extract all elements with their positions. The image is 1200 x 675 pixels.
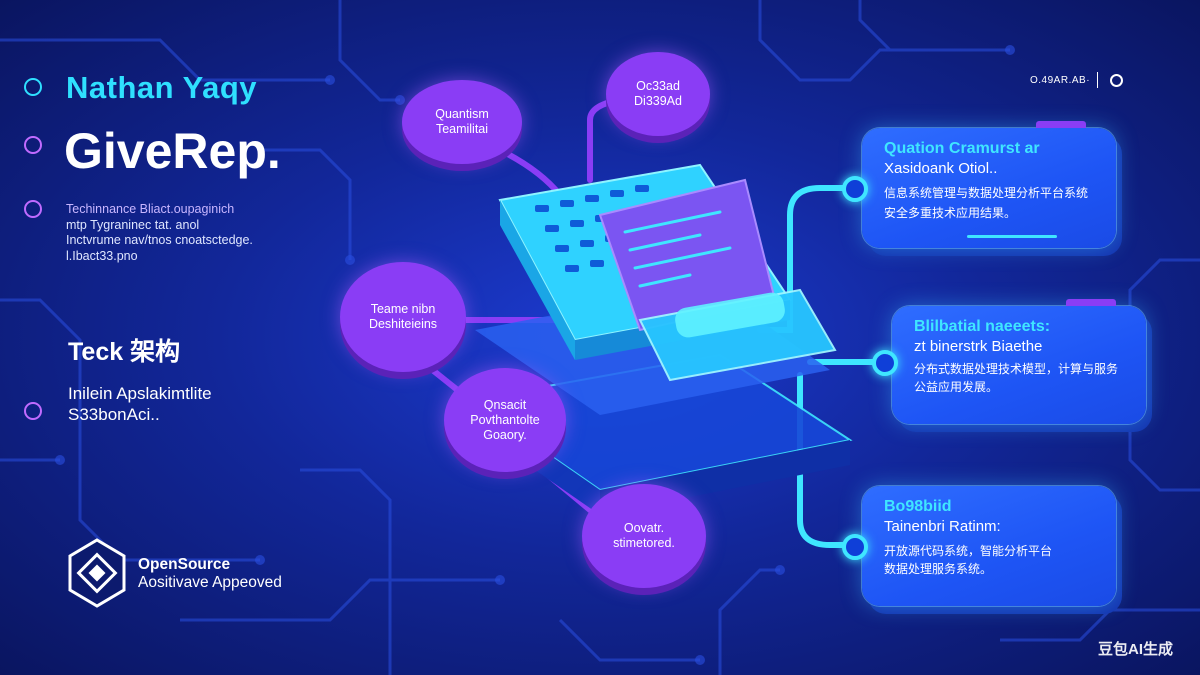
stack-ring-icon [24,402,42,420]
panel-accent-bar [967,235,1057,238]
panel-subtitle: zt binerstrk Biaethe [914,338,1043,355]
stack-desc-line: Inilein Apslakimtlite [68,384,212,403]
top-right-circle-icon [1110,74,1123,87]
brand-ring-icon [24,78,42,96]
page-title: GiveRep. [64,123,281,179]
node-oc33ad: Oc33ad Di339Ad [606,52,710,136]
intro-ring-icon [24,200,42,218]
panel-body: 信息系统管理与数据处理分析平台系统 [884,186,1089,200]
node-quantism: Quantism Teamilitai [402,80,522,164]
tech-stack-description: Inilein Apslakimtlite S33bonAci.. [68,383,212,425]
info-panel-blilbatial: Blilbatial naeeets: zt binerstrk Biaethe… [892,299,1146,424]
node-oovatr: Oovatr. stimetored. [582,484,706,588]
intro-line: Techinnance Bliact.oupaginich [66,202,235,216]
panel-title: Blilbatial naeeets: [914,318,1051,335]
panel-body: 开放源代码系统，智能分析平台 [884,544,1053,558]
panel-tab [1036,121,1086,128]
intro-line: l.Ibact33.pno [66,248,138,263]
intro-line: Inctvrume nav/tnos cnoatsctedge. [66,233,253,247]
node-text: Deshiteieins [368,317,438,331]
panel-body: 分布式数据处理技术模型，计算与服务 [914,362,1119,376]
node-text: Di339Ad [634,94,682,108]
node-text: stimetored. [613,536,675,550]
intro-text: Techinnance Bliact.oupaginich mtp Tygran… [66,202,253,264]
tech-stack-label: Teck 架构 [68,338,181,366]
connector-dot [842,176,868,202]
node-teame: Teame nibn Deshiteieins [340,262,466,372]
panel-subtitle: Tainenbri Ratinm: [884,518,1001,535]
badge-line: OpenSource [138,556,231,573]
node-text: Teame nibn [370,302,436,316]
badge-line: Aositivave Appeoved [138,574,282,591]
node-text: Teamilitai [435,122,489,136]
stack-desc-line: S33bonAci.. [68,405,160,424]
panel-tab [1066,299,1116,306]
panel-title: Quation Cramurst ar [884,140,1040,157]
panel-title: Bo98biid [884,498,952,515]
node-text: Quantism [435,107,489,121]
panel-body: 公益应用发展。 [914,380,999,394]
connector-dot [842,534,868,560]
node-text: Povthantolte [470,412,540,427]
title-ring-icon [24,136,42,154]
open-source-badge-icon [68,538,126,608]
node-text: Oc33ad [636,79,680,93]
top-right-label: O.49AR.AB· [1030,75,1091,86]
node-text: Oovatr. [623,521,665,535]
intro-line: mtp Tygraninec tat. anol [66,217,200,232]
info-panel-bo98biid: Bo98biid Tainenbri Ratinm: 开放源代码系统，智能分析平… [862,486,1116,606]
node-qnsacit: Qnsacit Povthantolte Goaory. [444,368,566,472]
open-source-badge-text: OpenSource Aositivave Appeoved [138,556,282,592]
node-text: Goaory. [483,427,527,442]
connector-dot [872,350,898,376]
node-text: Qnsacit [483,397,527,412]
panel-subtitle: Xasidoank Otiol.. [884,160,998,177]
panel-body: 数据处理服务系统。 [884,562,993,576]
ai-generated-watermark: 豆包AI生成 [1098,641,1174,658]
top-right-separator [1097,72,1098,88]
panel-body: 安全多重技术应用结果。 [884,206,1017,220]
brand-name: Nathan Yaqy [66,70,258,105]
info-panel-quation: Quation Cramurst ar Xasidoank Otiol.. 信息… [862,121,1116,248]
